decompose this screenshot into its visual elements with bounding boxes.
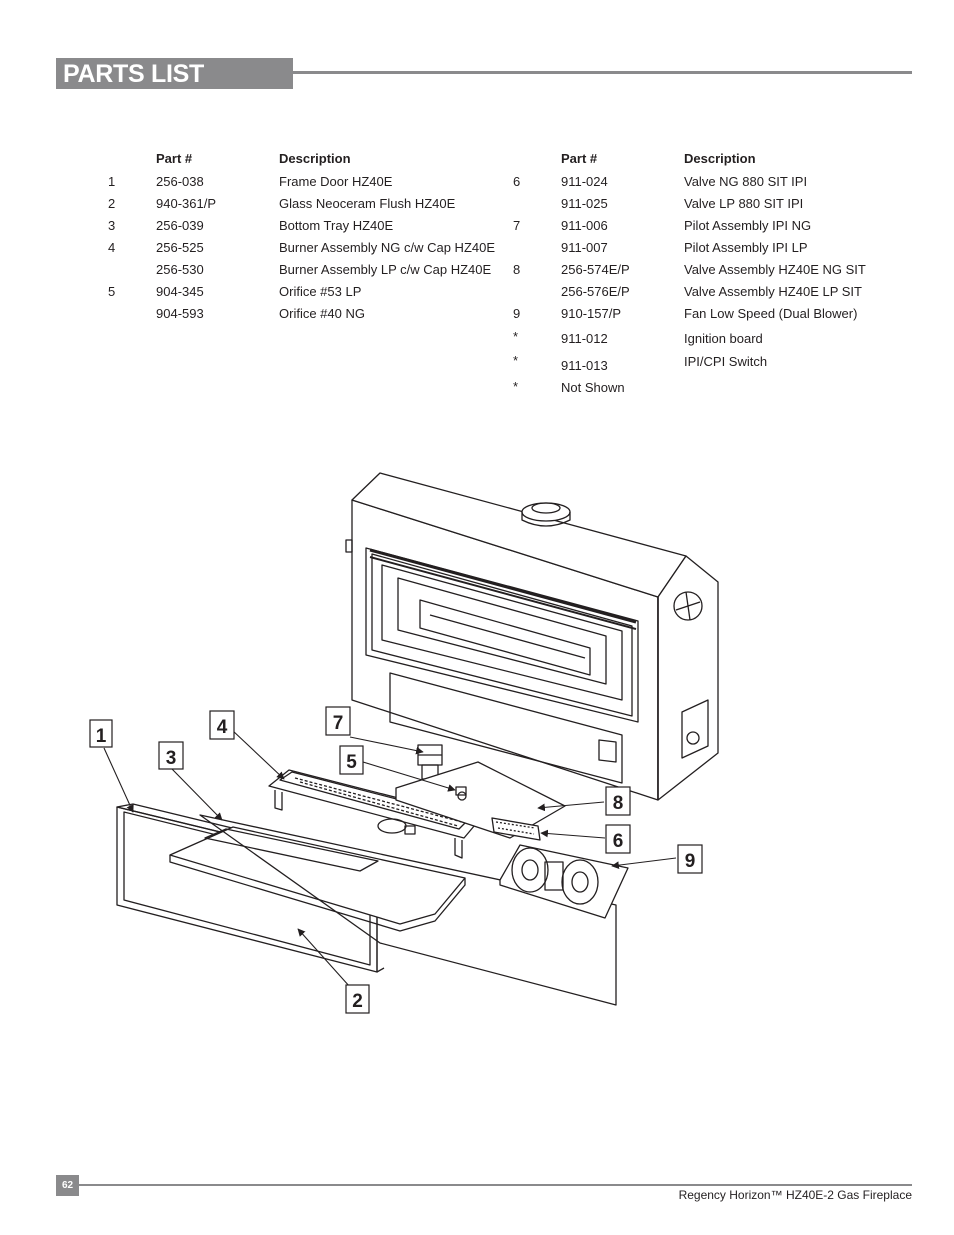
row-description: Fan Low Speed (Dual Blower) <box>684 306 858 321</box>
callout-3: 3 <box>158 741 184 770</box>
row-number: * <box>513 329 519 344</box>
page-header: PARTS LIST <box>56 58 912 90</box>
row-part-number: 910-157/P <box>561 306 621 321</box>
row-part-number: 256-530 <box>156 262 204 277</box>
callout-4: 4 <box>209 710 235 740</box>
callout-6: 6 <box>605 824 631 854</box>
page-number: 62 <box>61 1180 74 1191</box>
row-description: Burner Assembly LP c/w Cap HZ40E <box>279 262 492 277</box>
callout-7: 7 <box>325 706 351 736</box>
row-number: 6 <box>513 174 521 189</box>
callout-1: 1 <box>89 719 113 748</box>
row-description: Orifice #40 NG <box>279 306 365 321</box>
row-part-number: 256-039 <box>156 218 204 233</box>
callout-label: 1 <box>96 726 107 747</box>
row-description: Ignition board <box>684 331 763 346</box>
row-description: Valve Assembly HZ40E LP SIT <box>684 284 862 299</box>
row-description: Valve Assembly HZ40E NG SIT <box>684 262 866 277</box>
row-description: Glass Neoceram Flush HZ40E <box>279 196 456 211</box>
row-part-number: 940-361/P <box>156 196 216 211</box>
row-part-number: 256-576E/P <box>561 284 630 299</box>
row-description: Frame Door HZ40E <box>279 174 393 189</box>
footer-rule <box>79 1184 912 1186</box>
dual-blower <box>499 844 629 919</box>
header-rule <box>293 71 912 74</box>
column-header-part: Part # <box>561 151 598 166</box>
column-header-part: Part # <box>156 151 193 166</box>
column-header-description: Description <box>279 151 351 166</box>
callout-label: 2 <box>352 991 363 1012</box>
row-description: Valve LP 880 SIT IPI <box>684 196 804 211</box>
row-number: 1 <box>108 174 116 189</box>
callout-label: 8 <box>613 793 624 814</box>
exploded-parts-diagram: 1 3 4 7 5 8 6 9 <box>89 472 719 1014</box>
column-header-description: Description <box>684 151 756 166</box>
row-number: 9 <box>513 306 521 321</box>
row-part-number: 911-012 <box>561 331 608 346</box>
callout-9: 9 <box>677 844 703 874</box>
row-part-number: 904-593 <box>156 306 204 321</box>
row-number: 2 <box>108 196 116 211</box>
row-description: Bottom Tray HZ40E <box>279 218 394 233</box>
row-number: 8 <box>513 262 521 277</box>
row-description: Pilot Assembly IPI LP <box>684 240 808 255</box>
row-number: 4 <box>108 240 116 255</box>
callout-label: 9 <box>685 851 696 872</box>
row-part-number: 911-006 <box>561 218 608 233</box>
row-part-number: Not Shown <box>561 380 625 395</box>
row-description: Burner Assembly NG c/w Cap HZ40E <box>279 240 496 255</box>
row-part-number: 256-038 <box>156 174 204 189</box>
row-part-number: 911-013 <box>561 358 608 373</box>
callout-8: 8 <box>605 786 631 816</box>
gas-valve <box>491 817 541 841</box>
row-part-number: 256-574E/P <box>561 262 630 277</box>
callout-label: 3 <box>166 748 177 769</box>
valve-plate <box>395 761 566 839</box>
firebox-body <box>345 472 719 801</box>
row-part-number: 904-345 <box>156 284 204 299</box>
page-number-badge: 62 <box>56 1175 79 1196</box>
header-title-box: PARTS LIST <box>56 58 293 89</box>
row-part-number: 911-025 <box>561 196 608 211</box>
row-number: 5 <box>108 284 116 299</box>
row-description: Pilot Assembly IPI NG <box>684 218 812 233</box>
row-description: Orifice #53 LP <box>279 284 362 299</box>
row-part-number: 911-007 <box>561 240 608 255</box>
row-description: Valve NG 880 SIT IPI <box>684 174 808 189</box>
row-description: IPI/CPI Switch <box>684 354 768 369</box>
row-part-number: 911-024 <box>561 174 608 189</box>
row-number: 3 <box>108 218 116 233</box>
callout-5: 5 <box>339 745 364 775</box>
row-number: * <box>513 353 519 368</box>
callout-label: 5 <box>346 752 357 773</box>
callout-label: 4 <box>217 717 228 738</box>
callout-leaders <box>103 729 677 988</box>
callout-2: 2 <box>345 984 370 1014</box>
callout-label: 7 <box>333 713 344 734</box>
footer-title: Regency Horizon™ HZ40E-2 Gas Fireplace <box>678 1188 912 1202</box>
row-number: * <box>513 379 519 394</box>
base-panel <box>199 814 617 1006</box>
callout-label: 6 <box>613 831 624 852</box>
page-title: PARTS LIST <box>63 60 204 88</box>
row-number: 7 <box>513 218 521 233</box>
row-part-number: 256-525 <box>156 240 204 255</box>
